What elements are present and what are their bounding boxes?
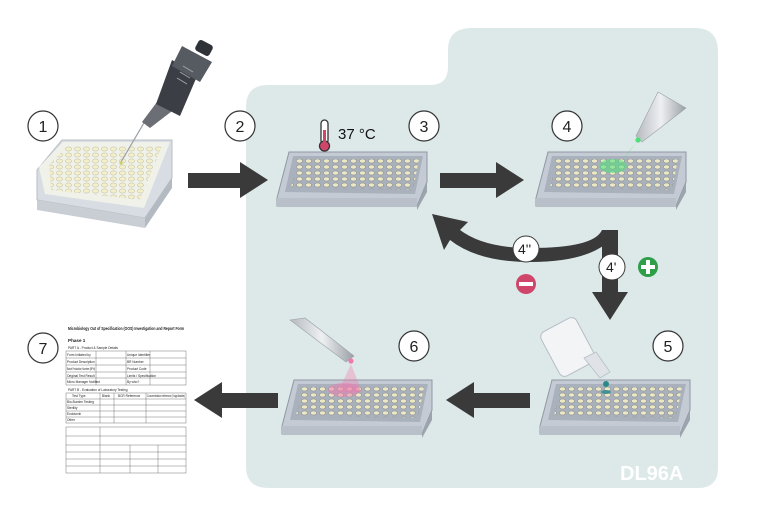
pipette-tip-green	[614, 91, 687, 172]
step-2-marker: 2	[224, 110, 256, 142]
svg-text:5: 5	[664, 339, 673, 356]
svg-text:4'': 4''	[518, 241, 531, 257]
svg-text:Original Test Result: Original Test Result	[67, 374, 95, 378]
svg-text:Unique Identifier: Unique Identifier	[127, 353, 151, 357]
thermometer-icon	[318, 119, 331, 152]
minus-icon	[516, 274, 536, 294]
svg-text:Test Type: Test Type	[72, 394, 86, 398]
plus-icon	[638, 257, 658, 277]
step-1-marker: 1	[27, 110, 59, 142]
plate-step-6	[281, 379, 433, 438]
svg-text:Batch Production Number (BPN): Batch Production Number (BPN)	[67, 367, 95, 371]
arrow-6-to-7	[194, 382, 278, 418]
svg-text:2: 2	[236, 119, 245, 136]
svg-text:By who?: By who?	[127, 380, 139, 384]
svg-text:Concentration reference (if ap: Concentration reference (if applicable)	[147, 394, 185, 398]
svg-text:Endotoxin: Endotoxin	[67, 412, 81, 416]
svg-text:Form Initiated by: Form Initiated by	[67, 353, 91, 357]
svg-text:4: 4	[563, 119, 572, 136]
svg-text:Micro Manager Notified: Micro Manager Notified	[67, 380, 100, 384]
branch-positive-label: 4'	[598, 253, 626, 281]
form-part-b: PART B - Evaluation of Laboratory Testin…	[68, 388, 128, 392]
dl96a-badge: DL96A	[620, 463, 683, 485]
incubation-temperature: 37 °C	[338, 126, 376, 143]
oos-report-form: Microbiology Out of Specification (OOS) …	[64, 312, 188, 476]
pipette-tip-pink	[289, 317, 362, 392]
svg-text:Product Code: Product Code	[127, 367, 147, 371]
step-6-marker: 6	[398, 330, 430, 362]
plate-step-2	[276, 151, 428, 210]
branch-negative-label: 4''	[512, 235, 540, 263]
plate-step-5	[539, 379, 691, 438]
svg-text:Blank: Blank	[102, 394, 110, 398]
dropper-bottle	[540, 317, 611, 394]
svg-text:1: 1	[39, 119, 48, 136]
svg-text:Other: Other	[67, 418, 76, 422]
svg-text:Product Description: Product Description	[67, 360, 95, 364]
svg-text:Sterility: Sterility	[67, 406, 78, 410]
svg-text:4': 4'	[606, 259, 616, 275]
plate-step-1	[36, 139, 173, 228]
form-part-b-table	[65, 392, 187, 424]
svg-text:BCR Reference: BCR Reference	[118, 394, 141, 398]
step-4-marker: 4	[551, 110, 583, 142]
form-lower-table	[65, 426, 187, 474]
form-title: Microbiology Out of Specification (OOS) …	[68, 326, 184, 331]
svg-text:Bio-Burden Testing: Bio-Burden Testing	[67, 400, 94, 404]
step-5-marker: 5	[652, 330, 684, 362]
arrow-negative-curve	[432, 214, 618, 262]
svg-text:BR Number: BR Number	[127, 360, 145, 364]
form-part-a: PART A - Product & Sample Details	[68, 346, 118, 350]
svg-text:7: 7	[39, 341, 48, 358]
plate-step-4	[535, 151, 687, 210]
arrow-1-to-2	[188, 162, 268, 198]
svg-text:Limits / Specification: Limits / Specification	[127, 374, 156, 378]
form-part-a-table	[65, 350, 187, 386]
svg-text:6: 6	[410, 339, 419, 356]
svg-text:3: 3	[420, 119, 429, 136]
step-7-marker: 7	[27, 332, 59, 364]
multichannel-pipette	[119, 40, 213, 165]
arrow-5-to-6	[446, 382, 530, 418]
form-phase: Phase 1	[68, 338, 86, 343]
arrow-2-to-4	[440, 162, 524, 198]
step-3-marker: 3	[408, 110, 440, 142]
